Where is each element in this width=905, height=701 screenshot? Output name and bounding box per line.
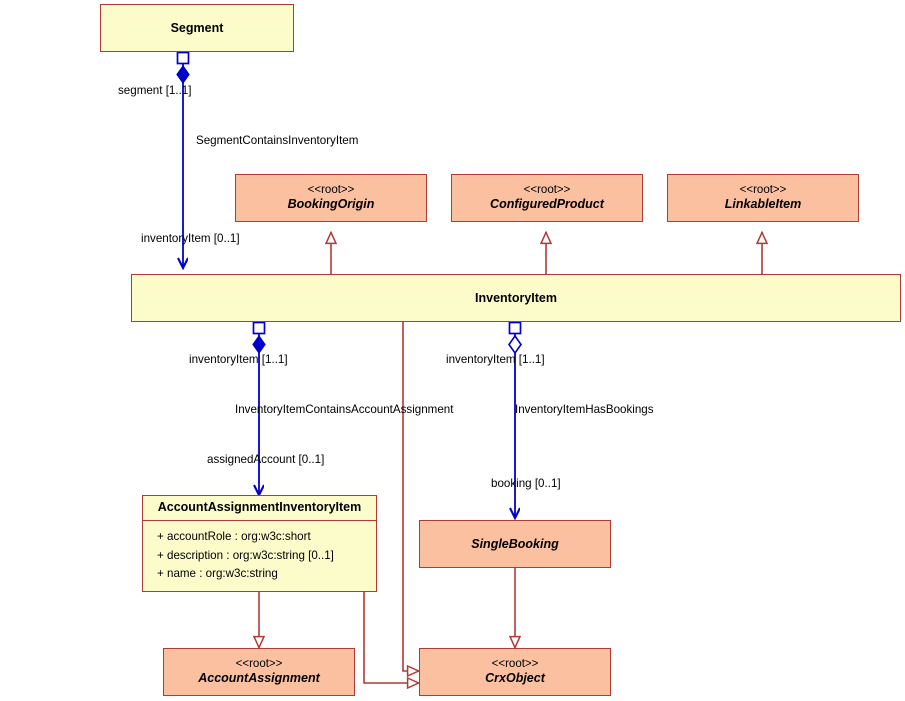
class-name-crxobject: CrxObject [485, 671, 545, 686]
role-label-accountassignment-source: inventoryItem [1..1] [189, 353, 288, 366]
class-node-linkableitem[interactable]: <<root>> LinkableItem [667, 174, 859, 222]
attribute-list-accountassignmentinventoryitem: + accountRole : org:w3c:short + descript… [143, 519, 376, 591]
class-name-accountassignmentinventoryitem: AccountAssignmentInventoryItem [157, 500, 362, 514]
class-name-inventoryitem: InventoryItem [475, 290, 557, 305]
class-node-bookingorigin[interactable]: <<root>> BookingOrigin [235, 174, 427, 222]
class-node-accountassignmentinventoryitem[interactable]: AccountAssignmentInventoryItem + account… [142, 495, 377, 592]
class-name-accountassignment: AccountAssignment [198, 671, 320, 686]
association-name-inventoryitemhasbookings: InventoryItemHasBookings [515, 403, 654, 416]
stereotype-crxobject: <<root>> [491, 658, 539, 671]
stereotype-linkableitem: <<root>> [739, 184, 787, 197]
attribute-name: + name : org:w3c:string [157, 566, 278, 580]
stereotype-configuredproduct: <<root>> [523, 184, 571, 197]
composition-end-square [252, 321, 266, 335]
class-node-singlebooking[interactable]: SingleBooking [419, 520, 611, 568]
class-name-bookingorigin: BookingOrigin [287, 197, 375, 212]
class-name-segment: Segment [170, 20, 224, 35]
class-node-accountassignment[interactable]: <<root>> AccountAssignment [163, 648, 355, 696]
role-label-bookings-source: inventoryItem [1..1] [446, 353, 545, 366]
generalization-inventoryitem-crxobject [402, 322, 419, 671]
class-name-configuredproduct: ConfiguredProduct [490, 197, 604, 212]
stereotype-accountassignment: <<root>> [235, 658, 283, 671]
aggregation-diamond-hollow [508, 334, 522, 355]
class-node-segment[interactable]: Segment [100, 4, 294, 52]
attribute-accountrole: + accountRole : org:w3c:short [157, 530, 311, 544]
generalization-aaii-crxobject [363, 592, 419, 683]
aggregation-end-square [508, 321, 522, 335]
role-label-segment-target: inventoryItem [0..1] [141, 232, 240, 245]
class-name-linkableitem: LinkableItem [724, 197, 802, 212]
composition-end-square [176, 51, 190, 65]
composition-diamond-filled [176, 64, 190, 85]
class-name-singlebooking: SingleBooking [471, 536, 559, 551]
role-label-segment-source: segment [1..1] [118, 84, 192, 97]
composition-diamond-filled [252, 334, 266, 355]
association-name-segmentcontainsinventoryitem: SegmentContainsInventoryItem [196, 134, 359, 147]
class-node-configuredproduct[interactable]: <<root>> ConfiguredProduct [451, 174, 643, 222]
association-name-inventoryitemcontainsaccountassignment: InventoryItemContainsAccountAssignment [235, 403, 454, 416]
attribute-description: + description : org:w3c:string [0..1] [157, 548, 334, 562]
class-node-inventoryitem[interactable]: InventoryItem [131, 274, 901, 322]
role-label-accountassignment-target: assignedAccount [0..1] [207, 453, 325, 466]
role-label-bookings-target: booking [0..1] [491, 477, 561, 490]
stereotype-bookingorigin: <<root>> [307, 184, 355, 197]
class-node-crxobject[interactable]: <<root>> CrxObject [419, 648, 611, 696]
